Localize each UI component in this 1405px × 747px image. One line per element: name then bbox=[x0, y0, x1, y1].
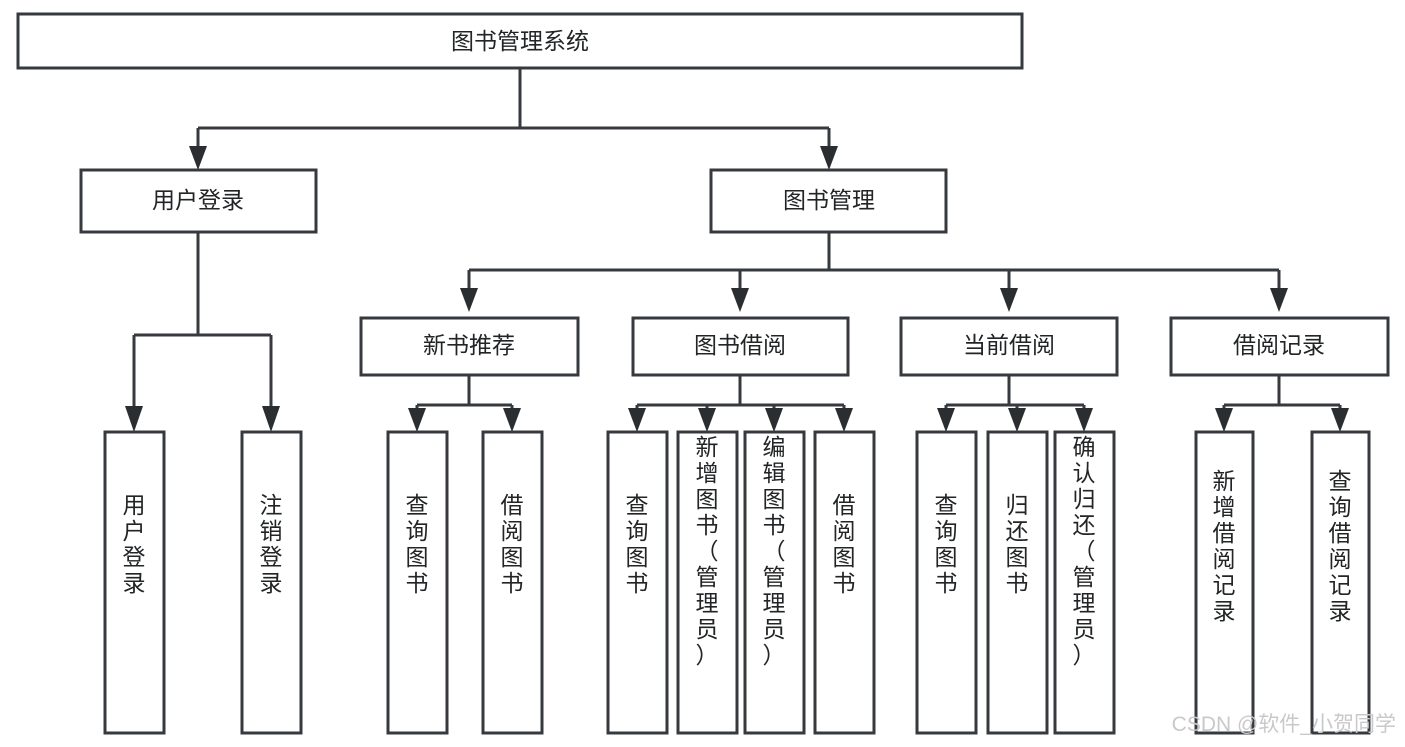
arrowhead-leaf-borrow-book-1 bbox=[503, 408, 521, 432]
node-leaf-add-book-box[interactable] bbox=[676, 430, 739, 735]
arrowhead-leaf-confirm-return bbox=[1075, 408, 1093, 432]
node-leaf-add-record-label: 新增借阅记录 bbox=[1213, 468, 1236, 624]
arrowhead-leaf-query-book-3 bbox=[937, 408, 955, 432]
node-leaf-confirm-return-box[interactable] bbox=[1053, 430, 1116, 735]
node-leaf-borrow-book-1-label: 借阅图书 bbox=[501, 492, 524, 596]
node-user-login-box[interactable] bbox=[79, 168, 318, 234]
node-leaf-query-record-label: 查询借阅记录 bbox=[1329, 468, 1352, 624]
arrowhead-leaf-add-record bbox=[1215, 408, 1233, 432]
node-leaf-logout[interactable]: 注销登录 bbox=[240, 430, 303, 735]
node-leaf-user-login-label: 用户登录 bbox=[123, 492, 146, 596]
node-leaf-edit-book-label: 编辑图书（管理员） bbox=[763, 434, 786, 668]
arrowhead-leaf-query-book-2 bbox=[628, 408, 646, 432]
node-root[interactable]: 图书管理系统 bbox=[16, 12, 1024, 70]
node-current-borrow-label: 当前借阅 bbox=[963, 332, 1055, 358]
node-new-book-recommend-label: 新书推荐 bbox=[423, 332, 515, 358]
arrowhead-user-login bbox=[189, 146, 207, 170]
node-leaf-add-record[interactable]: 新增借阅记录 bbox=[1194, 430, 1255, 735]
node-leaf-borrow-book-2-box[interactable] bbox=[813, 430, 876, 735]
node-leaf-query-record-box[interactable] bbox=[1310, 430, 1371, 735]
node-leaf-query-book-2-box[interactable] bbox=[606, 430, 669, 735]
arrowhead-new-book-recommend bbox=[460, 288, 478, 312]
node-book-borrow-box[interactable] bbox=[631, 316, 850, 377]
node-book-borrow-label: 图书借阅 bbox=[694, 332, 786, 358]
node-borrow-record[interactable]: 借阅记录 bbox=[1169, 316, 1390, 377]
node-leaf-borrow-book-2[interactable]: 借阅图书 bbox=[813, 430, 876, 735]
node-leaf-return-book[interactable]: 归还图书 bbox=[986, 430, 1049, 735]
arrowhead-leaf-edit-book bbox=[765, 408, 783, 432]
node-leaf-return-book-box[interactable] bbox=[986, 430, 1049, 735]
node-leaf-borrow-book-1-box[interactable] bbox=[481, 430, 544, 735]
node-new-book-recommend-box[interactable] bbox=[359, 316, 580, 377]
node-borrow-record-box[interactable] bbox=[1169, 316, 1390, 377]
node-leaf-query-book-1-label: 查询图书 bbox=[406, 492, 429, 596]
node-leaf-query-book-3-label: 查询图书 bbox=[935, 492, 958, 596]
node-leaf-query-book-2-label: 查询图书 bbox=[626, 492, 649, 596]
node-current-borrow-box[interactable] bbox=[899, 316, 1119, 377]
node-leaf-borrow-book-2-label: 借阅图书 bbox=[833, 492, 856, 596]
node-leaf-return-book-label: 归还图书 bbox=[1006, 492, 1029, 596]
node-root-label: 图书管理系统 bbox=[451, 28, 589, 54]
arrowhead-leaf-logout bbox=[262, 406, 280, 432]
arrowhead-book-management bbox=[820, 146, 838, 170]
node-leaf-add-book[interactable]: 新增图书（管理员） bbox=[676, 430, 739, 735]
node-root-box[interactable] bbox=[16, 12, 1024, 70]
node-leaf-query-book-3-box[interactable] bbox=[915, 430, 978, 735]
connector-layer bbox=[125, 68, 1349, 432]
node-leaf-borrow-book-1[interactable]: 借阅图书 bbox=[481, 430, 544, 735]
node-leaf-logout-box[interactable] bbox=[240, 430, 303, 735]
node-leaf-confirm-return-label: 确认归还（管理员） bbox=[1073, 434, 1096, 668]
node-leaf-edit-book-box[interactable] bbox=[743, 430, 806, 735]
node-book-borrow[interactable]: 图书借阅 bbox=[631, 316, 850, 377]
arrowhead-borrow-record bbox=[1270, 288, 1288, 312]
arrowhead-leaf-add-book bbox=[698, 408, 716, 432]
arrowhead-leaf-query-book-1 bbox=[408, 408, 426, 432]
arrowhead-current-borrow bbox=[1000, 288, 1018, 312]
node-leaf-query-book-3[interactable]: 查询图书 bbox=[915, 430, 978, 735]
node-leaf-query-book-1-box[interactable] bbox=[386, 430, 449, 735]
node-user-login[interactable]: 用户登录 bbox=[79, 168, 318, 234]
node-leaf-user-login[interactable]: 用户登录 bbox=[103, 430, 166, 735]
node-leaf-add-book-label: 新增图书（管理员） bbox=[696, 434, 719, 668]
node-leaf-add-record-box[interactable] bbox=[1194, 430, 1255, 735]
node-current-borrow[interactable]: 当前借阅 bbox=[899, 316, 1119, 377]
node-leaf-edit-book[interactable]: 编辑图书（管理员） bbox=[743, 430, 806, 735]
arrowhead-leaf-user-login bbox=[125, 406, 143, 432]
arrowhead-leaf-return-book bbox=[1008, 408, 1026, 432]
node-leaf-query-book-1[interactable]: 查询图书 bbox=[386, 430, 449, 735]
node-leaf-logout-label: 注销登录 bbox=[260, 492, 283, 596]
watermark-label: CSDN @软件_小贺同学 bbox=[1172, 713, 1396, 736]
arrowhead-book-borrow bbox=[731, 288, 749, 312]
node-book-management[interactable]: 图书管理 bbox=[709, 168, 948, 234]
node-leaf-query-book-2[interactable]: 查询图书 bbox=[606, 430, 669, 735]
node-borrow-record-label: 借阅记录 bbox=[1233, 332, 1325, 358]
node-book-management-box[interactable] bbox=[709, 168, 948, 234]
node-leaf-confirm-return[interactable]: 确认归还（管理员） bbox=[1053, 430, 1116, 735]
arrowhead-leaf-query-record bbox=[1331, 408, 1349, 432]
node-user-login-label: 用户登录 bbox=[152, 187, 244, 213]
node-leaf-query-record[interactable]: 查询借阅记录 bbox=[1310, 430, 1371, 735]
node-book-management-label: 图书管理 bbox=[783, 187, 875, 213]
node-leaf-user-login-box[interactable] bbox=[103, 430, 166, 735]
node-new-book-recommend[interactable]: 新书推荐 bbox=[359, 316, 580, 377]
arrowhead-leaf-borrow-book-2 bbox=[835, 408, 853, 432]
